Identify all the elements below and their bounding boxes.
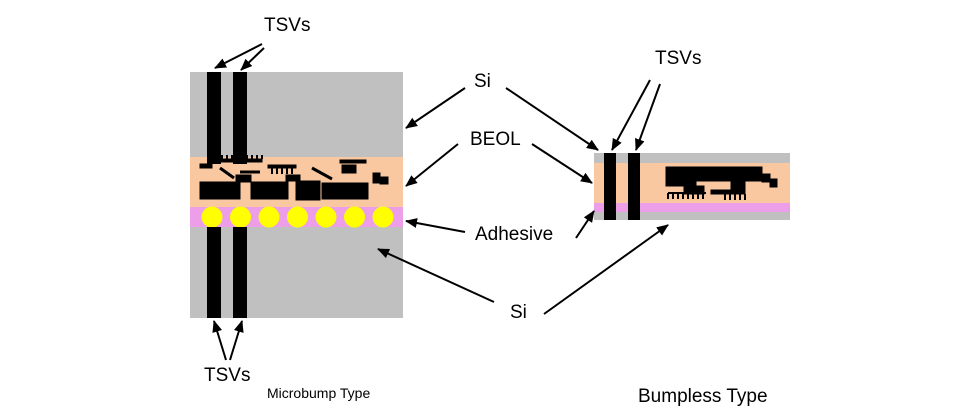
arrow-adhesive-to-left bbox=[405, 218, 466, 233]
arrow-tsvs-top-2 bbox=[240, 47, 265, 71]
microbump bbox=[230, 206, 251, 228]
arrow-tsvs-top-1 bbox=[214, 43, 263, 69]
adhesive-layer-right bbox=[594, 203, 790, 212]
tsv-top-1 bbox=[207, 72, 221, 164]
arrow-si-to-left bbox=[405, 87, 466, 129]
label-tsvs-right: TSVs bbox=[655, 48, 701, 69]
arrow-si-to-right bbox=[505, 87, 599, 151]
arrow-tsvs-bottom-2 bbox=[229, 320, 244, 361]
microbump bbox=[258, 206, 280, 228]
label-tsvs-bottom-left: TSVs bbox=[204, 365, 250, 386]
tsv-right-2 bbox=[628, 153, 640, 220]
arrow-beol-to-left bbox=[405, 143, 459, 187]
label-si-bottom: Si bbox=[510, 302, 527, 323]
arrow-tsvs-bottom-1 bbox=[212, 320, 227, 361]
arrow-adhesive-to-right bbox=[575, 210, 595, 239]
label-beol: BEOL bbox=[470, 129, 521, 150]
tsv-bottom-1 bbox=[207, 227, 221, 318]
microbump bbox=[315, 206, 337, 228]
microbump bbox=[344, 206, 365, 228]
tsv-right-1 bbox=[604, 153, 616, 220]
arrow-tsvs-right-2 bbox=[635, 83, 661, 151]
top-silicon-die bbox=[190, 72, 403, 164]
arrow-si-bottom-to-left bbox=[377, 248, 495, 303]
beol-wiring-right bbox=[665, 166, 778, 200]
tsv-top-2 bbox=[233, 72, 247, 164]
tsv-bottom-2 bbox=[233, 227, 247, 318]
microbump-row bbox=[201, 206, 394, 228]
arrow-si-bottom-to-right bbox=[543, 224, 669, 315]
right-silicon-top bbox=[594, 153, 790, 163]
right-silicon-bottom bbox=[594, 212, 790, 220]
microbump bbox=[287, 206, 308, 228]
arrow-tsvs-right-1 bbox=[611, 79, 651, 151]
label-si-top: Si bbox=[474, 71, 491, 92]
caption-bumpless: Bumpless Type bbox=[638, 386, 768, 407]
microbump-stack bbox=[190, 72, 403, 318]
arrow-beol-to-right bbox=[531, 143, 593, 184]
microbump bbox=[201, 206, 223, 228]
label-tsvs-top-left: TSVs bbox=[264, 15, 310, 36]
bumpless-stack bbox=[594, 153, 790, 220]
caption-microbump: Microbump Type bbox=[267, 385, 370, 401]
callout-arrows bbox=[212, 43, 669, 361]
microbump bbox=[372, 206, 394, 228]
bottom-silicon-die bbox=[190, 227, 403, 318]
label-adhesive: Adhesive bbox=[475, 224, 553, 245]
